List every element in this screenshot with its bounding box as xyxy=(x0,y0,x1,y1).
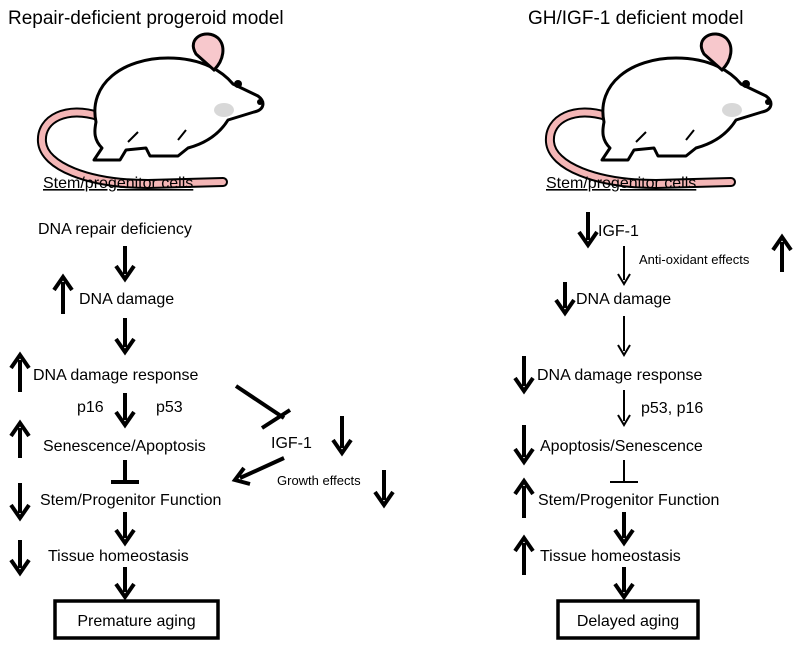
down-arrow-icon xyxy=(513,425,535,466)
mouse-icon xyxy=(550,34,771,184)
down-arrow-icon xyxy=(577,212,599,249)
down-arrow-icon xyxy=(373,470,395,509)
up-arrow-icon xyxy=(771,233,793,272)
down-arrow-icon xyxy=(114,567,136,601)
left-dna-repair: DNA repair deficiency xyxy=(38,221,192,238)
down-arrow-icon xyxy=(9,540,31,577)
right-outcome-box xyxy=(556,599,700,640)
left-title: Repair-deficient progeroid model xyxy=(8,8,284,29)
down-arrow-icon xyxy=(617,316,631,357)
down-arrow-icon xyxy=(114,318,136,356)
left-tissue: Tissue homeostasis xyxy=(48,548,189,565)
up-arrow-icon xyxy=(52,273,74,314)
down-arrow-icon xyxy=(114,393,136,429)
left-outcome-box xyxy=(53,599,220,640)
right-title: GH/IGF-1 deficient model xyxy=(528,8,743,29)
right-dna-damage: DNA damage xyxy=(576,291,671,308)
right-p53-p16: p53, p16 xyxy=(641,400,703,417)
down-arrow-icon xyxy=(9,483,31,522)
right-tissue: Tissue homeostasis xyxy=(540,548,681,565)
left-p53: p53 xyxy=(156,399,183,416)
left-igf1: IGF-1 xyxy=(271,435,312,452)
down-arrow-icon xyxy=(613,567,635,601)
down-arrow-icon xyxy=(613,512,635,547)
right-cells-label: Stem/progenitor cells xyxy=(546,175,696,192)
left-stem-function: Stem/Progenitor Function xyxy=(40,492,221,509)
down-arrow-icon xyxy=(331,416,353,457)
down-arrow-icon xyxy=(554,282,576,317)
left-senescence: Senescence/Apoptosis xyxy=(43,438,206,455)
up-arrow-icon xyxy=(513,534,535,575)
mouse-icon xyxy=(42,34,263,184)
left-cells-label: Stem/progenitor cells xyxy=(43,175,193,192)
inhibition-icon xyxy=(234,384,292,430)
down-arrow-icon xyxy=(231,456,285,486)
left-outcome: Premature aging xyxy=(77,613,195,630)
down-arrow-icon xyxy=(513,356,535,395)
left-dna-damage: DNA damage xyxy=(79,291,174,308)
up-arrow-icon xyxy=(513,477,535,518)
right-igf1: IGF-1 xyxy=(598,223,639,240)
up-arrow-icon xyxy=(9,419,31,458)
left-p16: p16 xyxy=(77,399,104,416)
right-stem-function: Stem/Progenitor Function xyxy=(538,492,719,509)
down-arrow-icon xyxy=(617,390,631,427)
right-apoptosis: Apoptosis/Senescence xyxy=(540,438,703,455)
up-arrow-icon xyxy=(9,351,31,392)
down-arrow-icon xyxy=(114,246,136,283)
down-arrow-icon xyxy=(617,246,631,286)
inhibition-icon xyxy=(610,460,638,483)
right-outcome: Delayed aging xyxy=(577,613,679,630)
inhibition-icon xyxy=(111,460,139,484)
left-ddr: DNA damage response xyxy=(33,367,199,384)
left-growth-effects: Growth effects xyxy=(277,473,361,488)
down-arrow-icon xyxy=(114,512,136,547)
right-ddr: DNA damage response xyxy=(537,367,703,384)
right-antioxidant: Anti-oxidant effects xyxy=(639,252,750,267)
